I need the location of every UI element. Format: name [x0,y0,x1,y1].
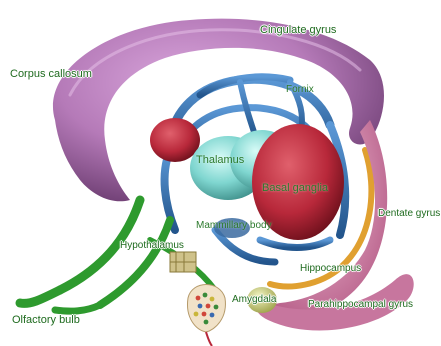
label-mammillary-body: Mammillary body [196,220,272,232]
label-olfactory-bulb: Olfactory bulb [12,314,80,326]
label-amygdala: Amygdala [232,294,276,306]
hypothalamus-shape [170,252,196,272]
label-fornix: Fornix [286,84,314,96]
rear-red-structure [150,118,200,162]
label-parahippocampal-gyrus: Parahippocampal gyrus [308,299,413,311]
pituitary-cluster [187,285,225,346]
label-hypothalamus: Hypothalamus [120,240,184,252]
label-cingulate-gyrus: Cingulate gyrus [260,24,336,36]
label-basal-ganglia: Basal ganglia [262,182,328,194]
label-hippocampus: Hippocampus [300,263,361,275]
label-corpus-callosum: Corpus callosum [10,68,92,80]
label-thalamus: Thalamus [196,154,244,166]
label-dentate-gyrus: Dentate gyrus [378,208,440,220]
